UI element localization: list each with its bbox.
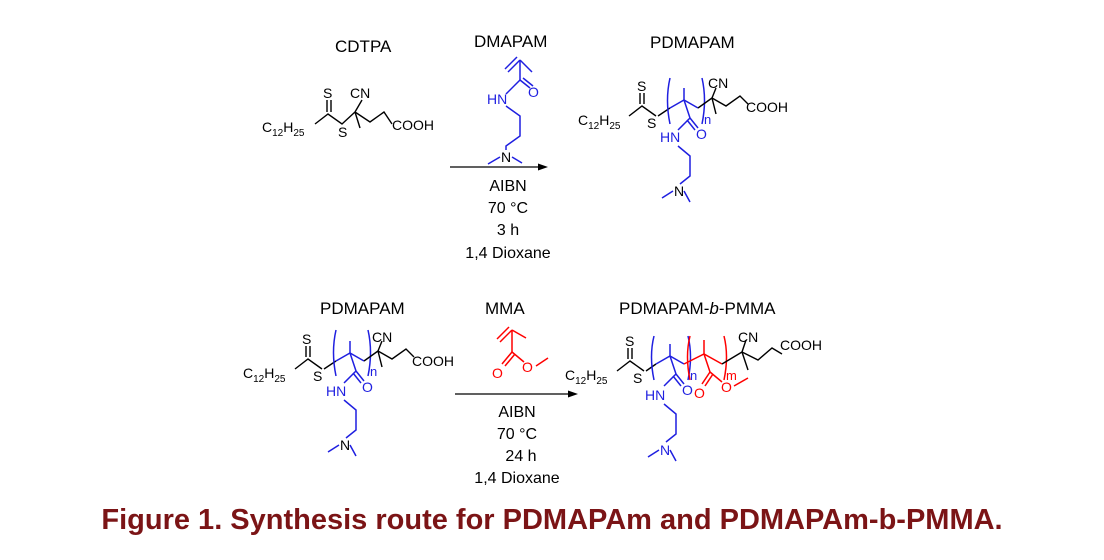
top-pdmapam-title: PDMAPAM — [650, 33, 735, 52]
svg-text:N: N — [674, 183, 684, 199]
svg-text:O: O — [362, 379, 373, 395]
cdtpa-c12h25-label: C12H25 — [262, 119, 305, 139]
dmapam-carbonyl-o: O — [528, 84, 539, 100]
svg-text:O: O — [696, 126, 707, 142]
bottom-pdmapam-structure: PDMAPAM C12H25 S S n O HN N CN COOH — [243, 299, 454, 457]
svg-text:S: S — [302, 331, 311, 347]
cdtpa-acid-chain — [354, 111, 393, 125]
bottom-condition-time: 24 h — [505, 448, 536, 465]
cdtpa-thione-s: S — [323, 85, 332, 101]
svg-text:N: N — [340, 437, 350, 453]
svg-text:COOH: COOH — [780, 337, 822, 353]
bottom-condition-initiator: AIBN — [498, 404, 535, 421]
cdtpa-title: CDTPA — [335, 37, 392, 56]
figure-caption: Figure 1. Synthesis route for PDMAPAm an… — [101, 504, 1002, 536]
svg-text:S: S — [637, 78, 646, 94]
svg-text:O: O — [694, 385, 705, 401]
dmapam-amine-n: N — [501, 149, 511, 165]
dmapam-propyl-chain — [505, 105, 521, 150]
svg-text:COOH: COOH — [746, 99, 788, 115]
top-pdmapam-structure: PDMAPAM C12H25 S S n O HN N CN COOH — [578, 33, 788, 203]
top-condition-solvent: 1,4 Dioxane — [465, 245, 550, 262]
svg-text:CN: CN — [372, 329, 392, 345]
dmapam-structure: DMAPAM O HN N — [474, 32, 547, 165]
top-reaction-arrow — [450, 163, 548, 171]
svg-text:CN: CN — [738, 329, 758, 345]
cdtpa-structure: CDTPA C12H25 S S CN COOH — [262, 37, 434, 140]
cdtpa-cooh: COOH — [392, 117, 434, 133]
svg-text:S: S — [625, 333, 634, 349]
svg-text:COOH: COOH — [412, 353, 454, 369]
svg-text:n: n — [370, 364, 377, 379]
svg-text:N: N — [660, 442, 670, 458]
svg-text:C12H25: C12H25 — [243, 365, 286, 385]
mma-structure: MMA O O — [485, 299, 549, 381]
svg-text:CN: CN — [708, 75, 728, 91]
svg-text:S: S — [647, 115, 656, 131]
bottom-pdmapam-title: PDMAPAM — [320, 299, 405, 318]
top-condition-time: 3 h — [497, 222, 519, 239]
bottom-condition-temperature: 70 °C — [497, 426, 537, 443]
block-copolymer-title: PDMAPAM-b-PMMA — [619, 299, 776, 318]
pmma-block-m: m — [726, 368, 737, 383]
cdtpa-cn: CN — [350, 85, 370, 101]
svg-text:HN: HN — [326, 383, 346, 399]
mma-carbonyl-o: O — [492, 365, 503, 381]
dmapam-title: DMAPAM — [474, 32, 547, 51]
top-pdmapam-n-subscript: n — [704, 112, 711, 127]
svg-text:O: O — [682, 382, 693, 398]
top-condition-temperature: 70 °C — [488, 200, 528, 217]
bottom-reaction-arrow — [455, 390, 578, 398]
svg-text:HN: HN — [645, 387, 665, 403]
svg-text:O: O — [721, 379, 732, 395]
svg-text:S: S — [633, 370, 642, 386]
mma-title: MMA — [485, 299, 525, 318]
dmapam-amide-hn: HN — [487, 91, 507, 107]
svg-text:S: S — [313, 368, 322, 384]
pdmapam-block-n: n — [690, 368, 697, 383]
svg-text:C12H25: C12H25 — [565, 367, 608, 387]
cdtpa-backbone — [314, 111, 356, 125]
svg-text:HN: HN — [660, 129, 680, 145]
svg-text:C12H25: C12H25 — [578, 112, 621, 132]
mma-ester-o: O — [522, 359, 533, 375]
bottom-condition-solvent: 1,4 Dioxane — [474, 470, 559, 487]
top-condition-initiator: AIBN — [489, 178, 526, 195]
cdtpa-thioether-s: S — [338, 124, 347, 140]
block-copolymer-structure: PDMAPAM-b-PMMA C12H25 S S n O HN N m O — [565, 299, 822, 462]
